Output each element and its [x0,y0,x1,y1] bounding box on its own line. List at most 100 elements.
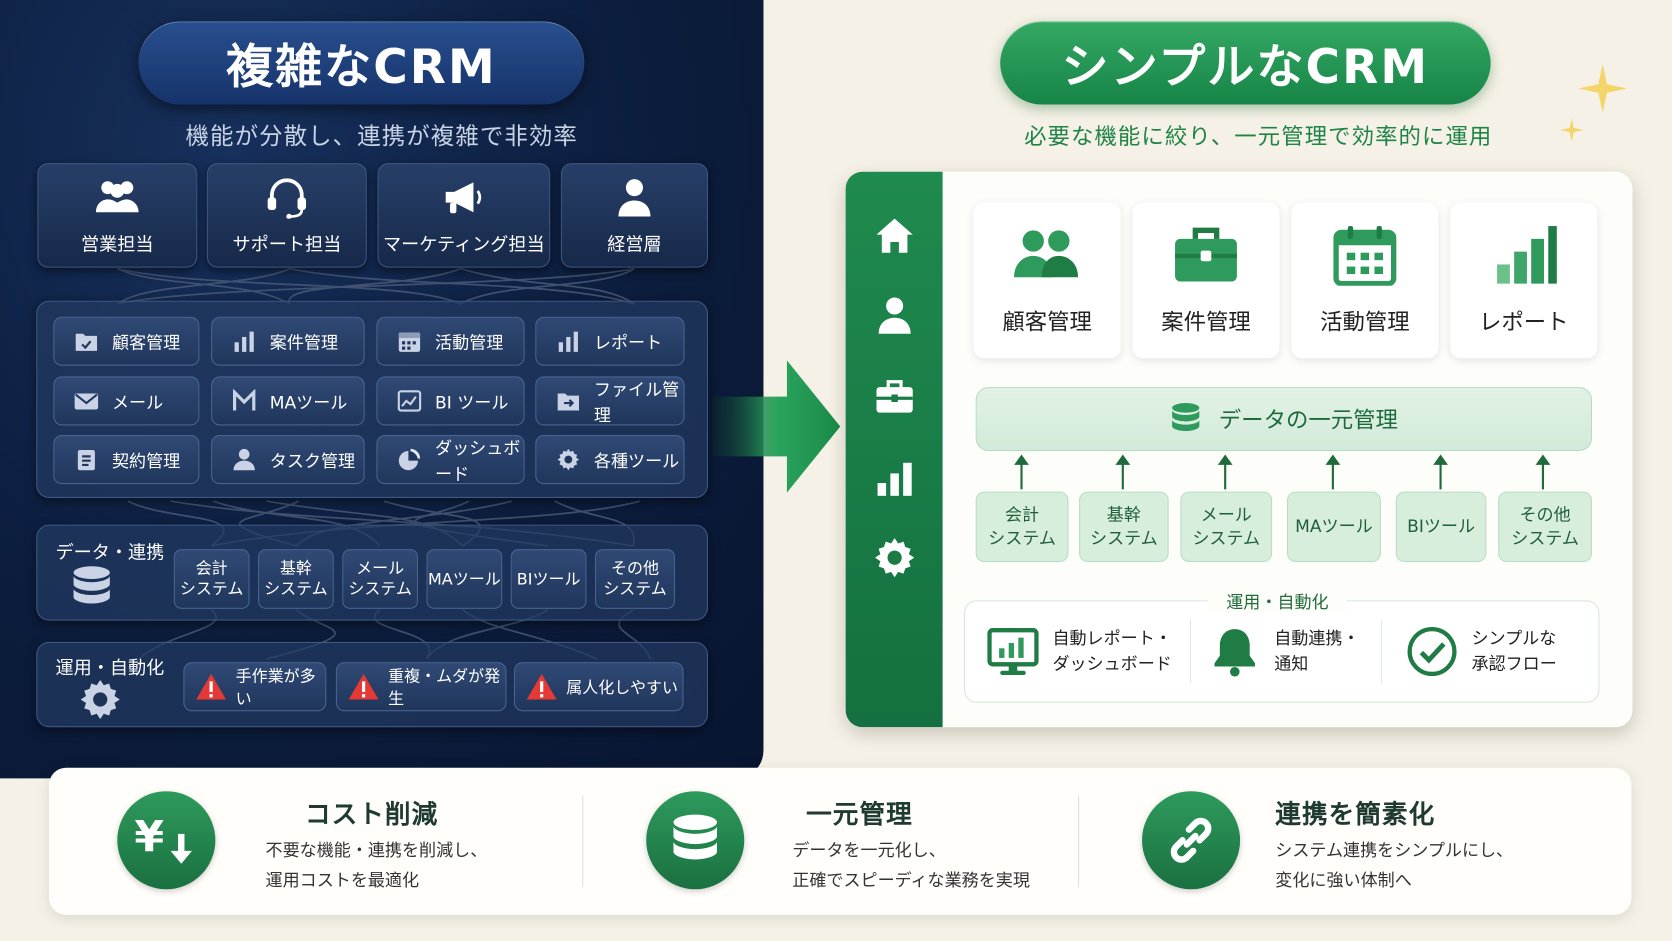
team-icon [95,180,139,212]
sparkle-icon [1578,63,1628,114]
headset-icon [267,177,307,219]
role-label: 営業担当 [81,234,154,256]
yen-down-icon: ¥ [134,812,192,864]
role-marketing: マーケティング担当 [377,163,551,268]
monitor-chart-icon [987,628,1039,675]
function-label: 顧客管理 [111,332,181,353]
auto-item-label: シンプルな 承認フロー [1471,628,1557,674]
automation-label: 運用・自動化 [1208,587,1347,614]
gear-icon[interactable] [873,536,916,579]
bell-icon [1214,629,1256,677]
function-label: ファイル管理 [593,379,680,426]
bar-chart-icon [558,331,578,352]
system-bi-tool: BIツール [1395,491,1487,562]
card-label: レポート [1478,309,1569,335]
hub-label: データの一元管理 [1218,407,1398,433]
up-arrows [1014,454,1551,490]
auto-item-label: 自動連携・ 通知 [1274,628,1360,674]
card-label: 活動管理 [1320,309,1410,335]
benefit-title: 一元管理 [806,799,913,830]
warning-icon [526,673,557,700]
person-icon [233,448,255,471]
home-icon[interactable] [873,214,916,257]
complex-crm-section: 複雑なCRM 機能が分散し、連携が複雑で非効率 営業担当 サポート担当 マーケテ… [0,0,764,779]
function-contract: 契約管理 [53,435,200,485]
system-mail: メール システム [342,549,418,609]
function-ma-tool: MAツール [211,376,365,426]
function-report: レポート [535,316,685,366]
function-customer: 顧客管理 [53,316,200,366]
operations-label: 運用・自動化 [55,657,165,680]
function-label: 案件管理 [269,332,339,353]
benefit-title: コスト削減 [304,799,439,830]
bar-chart-icon [1497,226,1557,284]
bar-chart-icon [234,331,254,352]
function-label: ダッシュボード [435,438,521,485]
system-bi-tool: BIツール [510,549,587,609]
complex-crm-subtitle: 機能が分散し、連携が複雑で非効率 [185,123,578,151]
warning-label: 手作業が多い [235,666,316,709]
data-integration-label: データ・連携 [55,542,165,565]
function-label: 契約管理 [111,451,181,472]
person-icon[interactable] [873,294,916,337]
card-customer[interactable]: 顧客管理 [973,202,1121,359]
briefcase-icon [1175,227,1237,282]
crm-sidebar [845,171,943,728]
benefit-desc: システム連携をシンプルにし、 変化に強い体制へ [1275,840,1514,891]
role-label: マーケティング担当 [382,234,545,256]
role-support: サポート担当 [206,163,367,268]
divider [1078,795,1080,888]
mail-icon [74,393,99,410]
function-label: BI ツール [435,392,509,413]
function-file: ファイル管理 [535,376,685,426]
bi-chart-icon [397,390,422,412]
folder-icon [557,393,580,411]
tangled-connections [116,267,652,660]
function-label: タスク管理 [269,451,356,472]
system-accounting: 会計 システム [173,549,250,609]
calendar-icon [398,332,421,352]
warning-label: 属人化しやすい [566,677,679,697]
check-circle-icon [1407,626,1457,677]
bar-chart-icon[interactable] [873,457,916,500]
link-icon [1170,817,1212,863]
benefit-link-circle [1142,791,1241,890]
folder-icon [75,333,98,351]
warning-label: 重複・ムダが発生 [388,666,501,709]
function-activity: 活動管理 [376,316,525,366]
function-label: レポート [593,332,663,353]
system-ma-tool: MAツール [426,549,503,609]
warning-person-dependent: 属人化しやすい [513,662,684,712]
benefits-bar: ¥ コスト削減 不要な機能・連携を削減し、 運用コストを最適化 一元管理 データ… [49,767,1632,915]
divider [582,795,584,888]
gear-icon [80,679,120,720]
ma-icon [232,389,256,411]
calendar-icon [1333,226,1397,286]
function-label: メール [111,392,164,413]
card-deal[interactable]: 案件管理 [1132,202,1280,359]
function-bi-tool: BI ツール [376,376,525,426]
unified-data-hub: データの一元管理 [975,387,1592,452]
database-icon [1172,403,1200,432]
function-deal: 案件管理 [211,316,365,366]
card-report[interactable]: レポート [1450,202,1598,359]
sparkle-small-icon [1559,118,1584,142]
warning-icon [196,673,227,700]
briefcase-icon[interactable] [873,376,916,419]
system-accounting: 会計 システム [975,491,1069,562]
auto-report-item: 自動レポート・ ダッシュボード [986,617,1183,685]
benefit-title: 連携を簡素化 [1275,799,1436,830]
auto-notify-item: 自動連携・ 通知 [1208,617,1373,685]
system-mail: メール システム [1180,491,1273,562]
warning-duplication: 重複・ムダが発生 [335,662,507,712]
role-label: サポート担当 [232,234,342,256]
function-label: 活動管理 [435,332,504,353]
megaphone-icon [445,181,482,213]
role-sales: 営業担当 [37,163,198,268]
card-activity[interactable]: 活動管理 [1291,202,1439,359]
system-other: その他 システム [1498,491,1592,562]
system-core: 基幹 システム [1079,491,1169,562]
auto-item-label: 自動レポート・ ダッシュボード [1052,628,1172,674]
divider [1189,619,1192,684]
card-label: 顧客管理 [1002,309,1092,335]
